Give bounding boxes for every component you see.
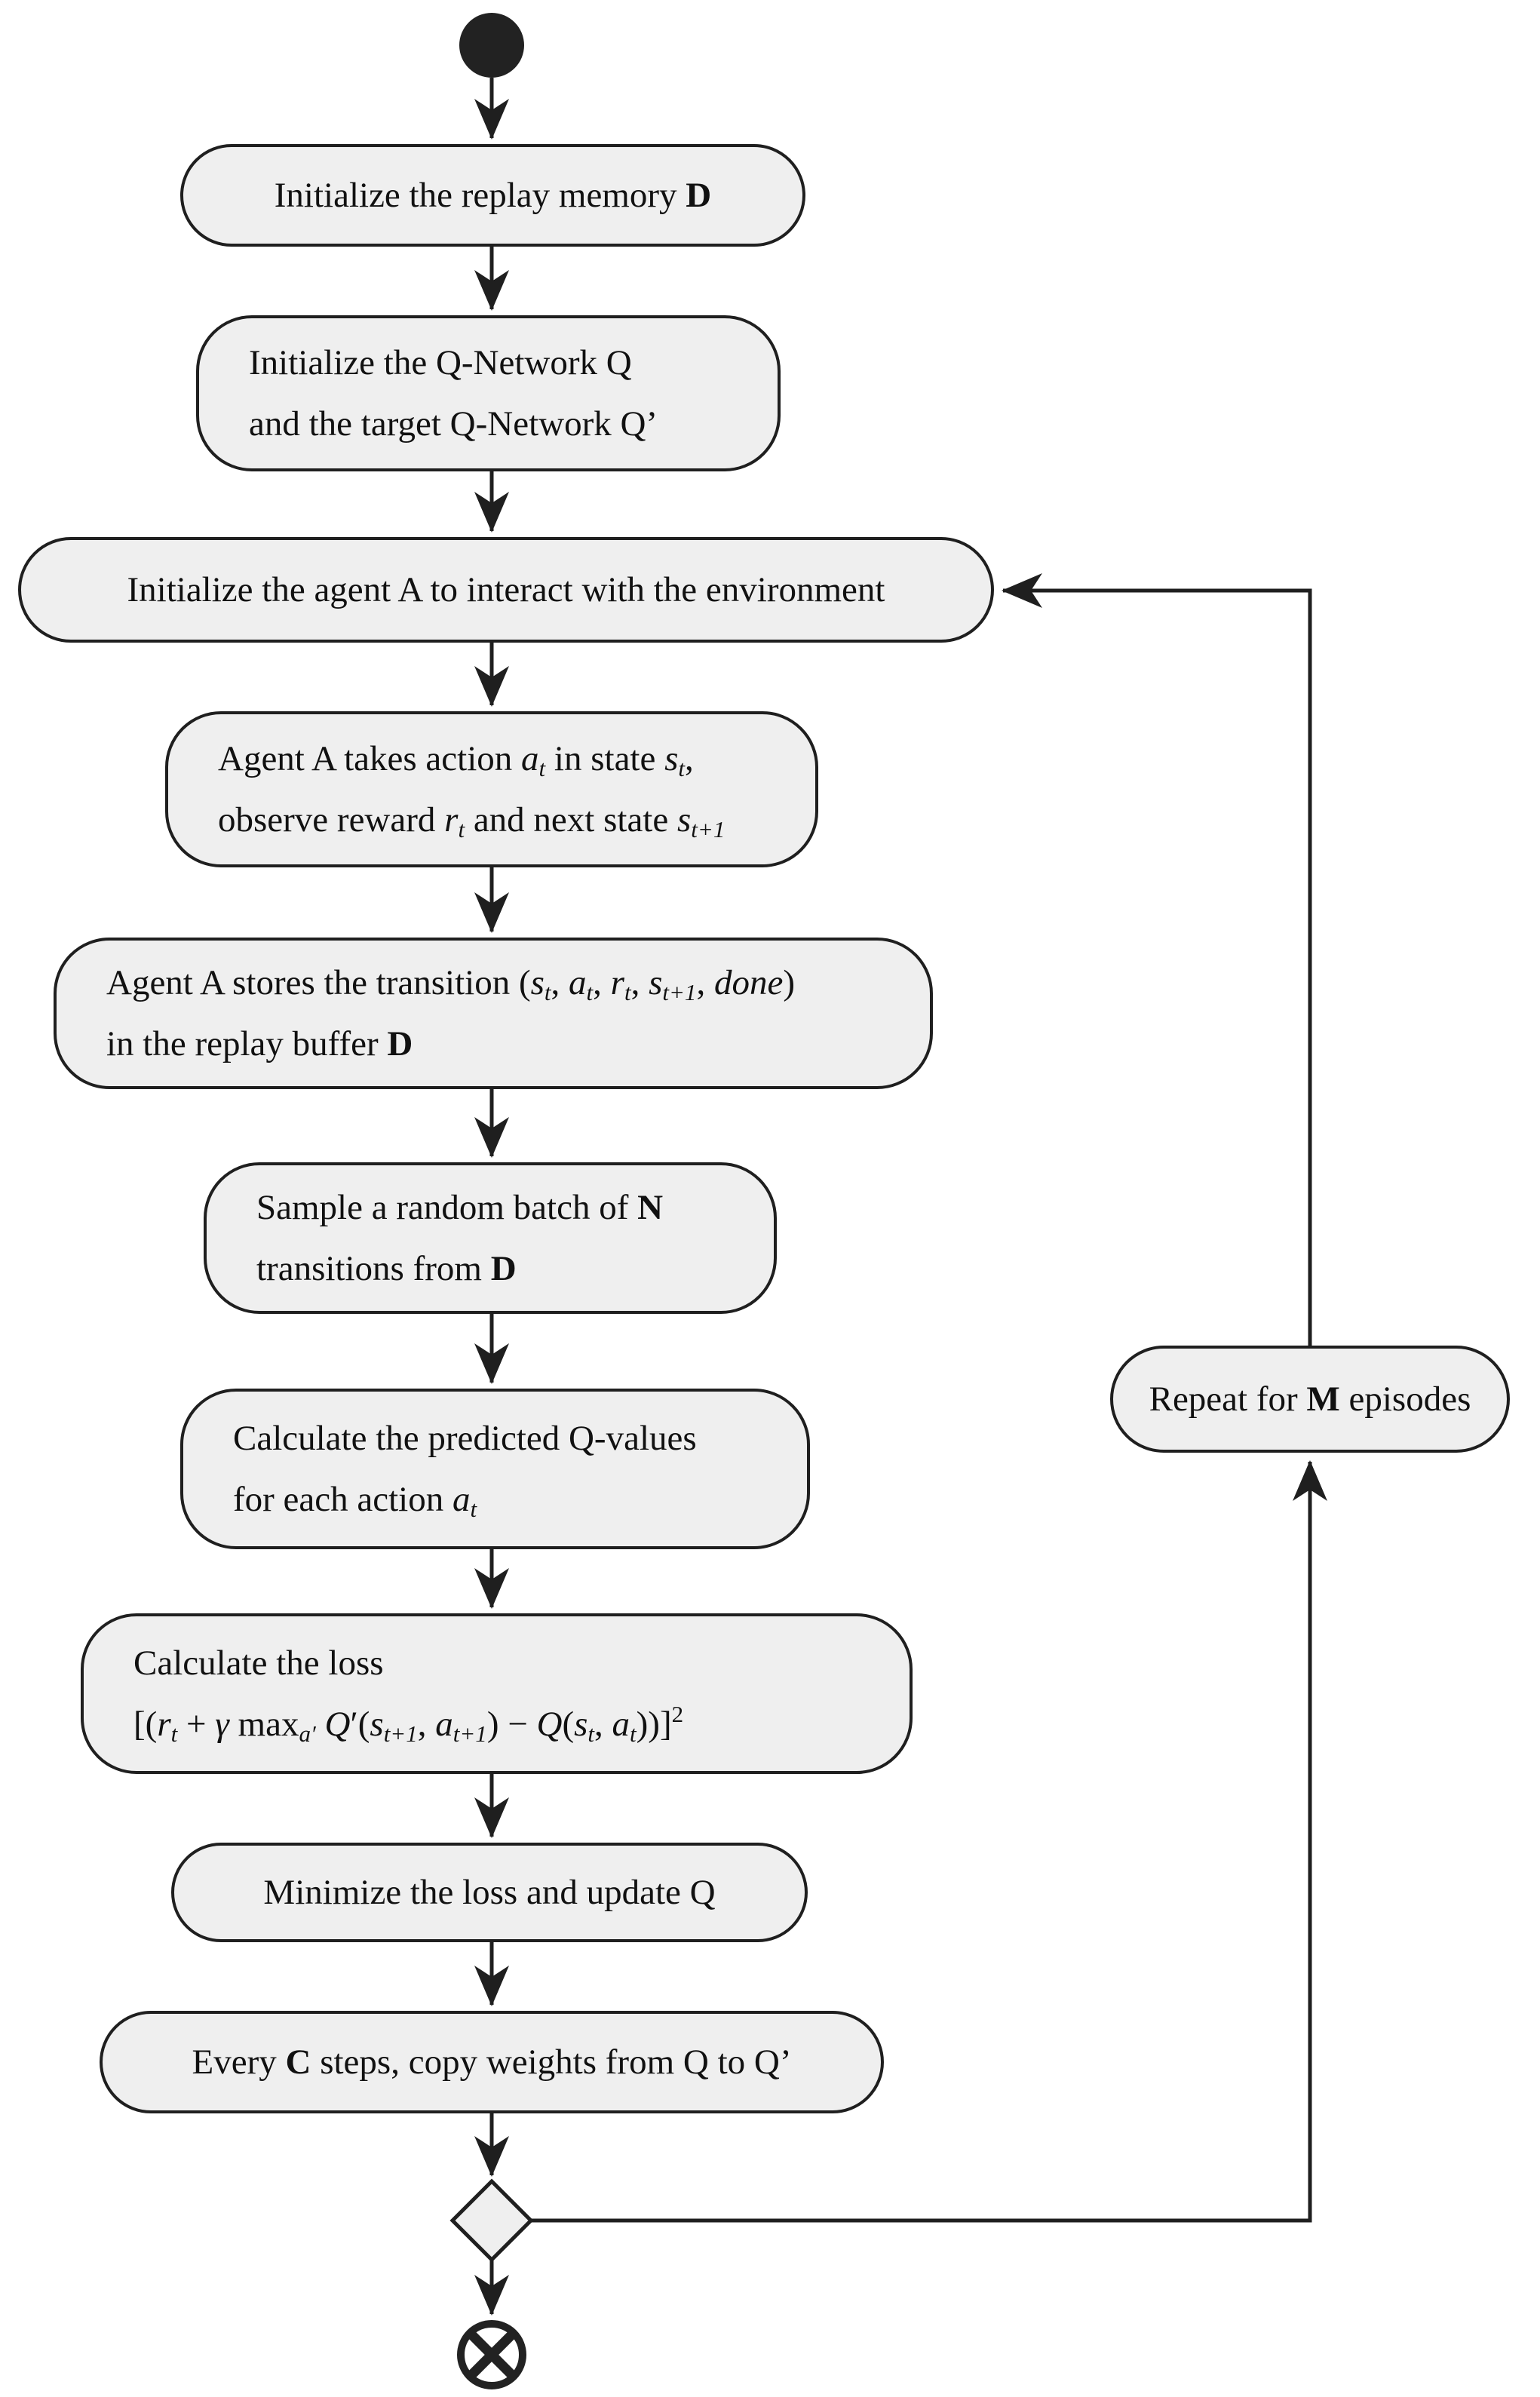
node-label-line: in the replay buffer D — [106, 1024, 413, 1063]
node-copy-weights: Every C steps, copy weights from Q to Q’ — [100, 2011, 884, 2113]
end-node-icon — [457, 2320, 526, 2389]
edge-decision-to-repeat — [531, 1460, 1327, 2223]
node-label-line: and the target Q-Network Q’ — [249, 404, 658, 443]
node-minimize-loss: Minimize the loss and update Q — [171, 1843, 808, 1942]
node-label-line: for each action at — [233, 1479, 477, 1523]
node-label-line: Calculate the predicted Q-values — [233, 1418, 697, 1458]
node-label-line: Agent A stores the transition (st, at, r… — [106, 962, 795, 1006]
node-label-line: Initialize the agent A to interact with … — [127, 569, 885, 609]
node-init-replay-memory: Initialize the replay memory D — [180, 144, 805, 247]
node-store-transition: Agent A stores the transition (st, at, r… — [54, 938, 933, 1089]
decision-diamond-icon — [449, 2178, 534, 2263]
node-predict-q-values: Calculate the predicted Q-values for each… — [180, 1389, 810, 1549]
node-label-line: Minimize the loss and update Q — [263, 1872, 716, 1912]
node-label-line: transitions from D — [256, 1248, 517, 1288]
node-calculate-loss: Calculate the loss [(rt + γ maxa′ Q′(st+1… — [81, 1613, 913, 1774]
node-init-q-networks: Initialize the Q-Network Q and the target… — [196, 315, 781, 471]
node-repeat-episodes: Repeat for M episodes — [1110, 1346, 1510, 1453]
node-label-line: Repeat for M episodes — [1149, 1379, 1471, 1419]
node-label-line: Sample a random batch of N — [256, 1187, 664, 1227]
node-take-action: Agent A takes action at in state st, obse… — [165, 711, 818, 867]
node-init-agent: Initialize the agent A to interact with … — [18, 537, 994, 643]
node-label-line: Agent A takes action at in state st, — [218, 738, 694, 782]
node-label-line: Initialize the replay memory D — [274, 175, 712, 215]
node-label-line: observe reward rt and next state st+1 — [218, 800, 726, 843]
node-sample-batch: Sample a random batch of N transitions fr… — [204, 1162, 777, 1314]
edge-repeat-to-init-agent — [1002, 573, 1312, 1346]
node-label-line: Calculate the loss — [133, 1643, 384, 1683]
node-label-line: [(rt + γ maxa′ Q′(st+1, at+1) − Q(st, at… — [133, 1701, 684, 1748]
node-label-line: Initialize the Q-Network Q — [249, 342, 632, 382]
node-label-line: Every C steps, copy weights from Q to Q’ — [192, 2042, 792, 2082]
start-node-icon — [459, 13, 524, 78]
